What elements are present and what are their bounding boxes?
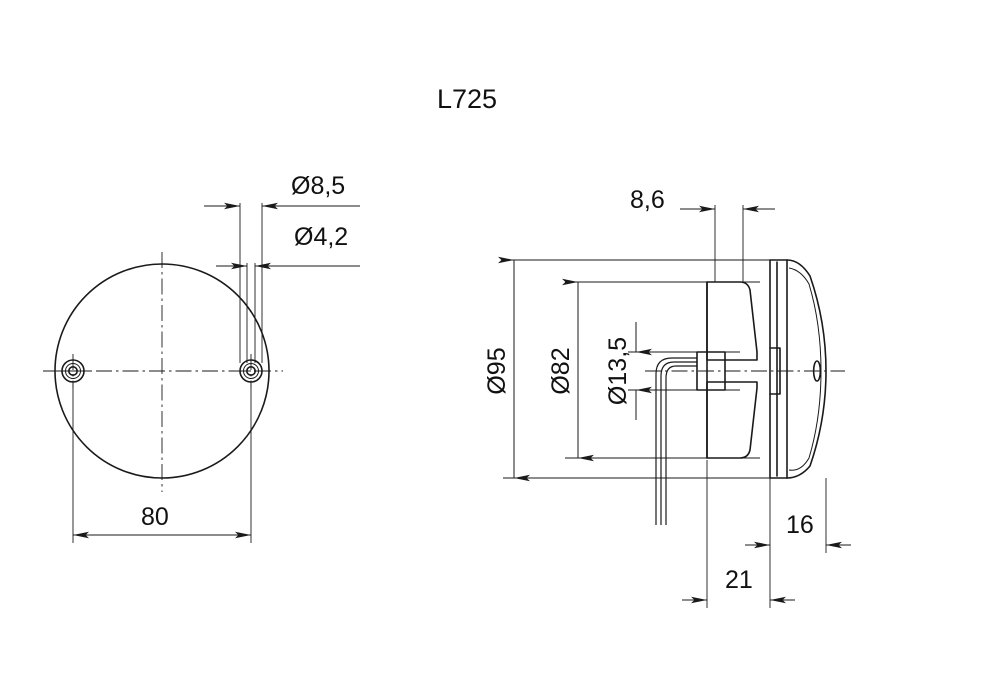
dimension-80: 80 <box>72 383 252 543</box>
cable-strand-outer <box>655 357 697 525</box>
dim-86-label: 8,6 <box>630 186 665 214</box>
side-extension-lines <box>503 259 790 479</box>
dim-21-label: 21 <box>725 566 753 594</box>
dim-85-label: Ø8,5 <box>291 172 345 200</box>
cable-strand-mid <box>660 361 697 525</box>
housing-upper-cone <box>706 281 758 361</box>
dimension-dia-4-2: Ø4,2 <box>216 223 360 270</box>
front-view: Ø8,5 Ø4,2 80 <box>43 172 360 543</box>
mounting-hole-left <box>56 354 90 388</box>
dim-135-label: Ø13,5 <box>604 337 632 405</box>
dimension-16: 16 <box>745 478 851 553</box>
dimension-dia-8-5: Ø8,5 <box>204 172 360 210</box>
dimension-dia-13-5: Ø13,5 <box>604 322 652 420</box>
lamp-assembly <box>706 259 827 479</box>
side-view: Ø95 Ø82 Ø13,5 8,6 <box>483 186 851 608</box>
dimension-dia-82: Ø82 <box>547 278 594 462</box>
dim-16-label: 16 <box>786 511 814 539</box>
dimension-dia-95: Ø95 <box>483 256 530 482</box>
housing-lower-cone <box>706 381 758 459</box>
cable-strand-inner <box>665 365 697 525</box>
mounting-hole-right <box>234 354 268 388</box>
dimension-21: 21 <box>682 460 795 608</box>
cable-assembly <box>655 351 726 525</box>
dimension-8-6: 8,6 <box>630 186 775 283</box>
dim-80-label: 80 <box>141 503 169 531</box>
front-hole-projection-lines <box>239 203 263 363</box>
dim-95-label: Ø95 <box>483 347 511 394</box>
drawing-title: L725 <box>437 84 497 114</box>
dim-42-label: Ø4,2 <box>294 223 348 251</box>
dim-82-label: Ø82 <box>547 347 575 394</box>
